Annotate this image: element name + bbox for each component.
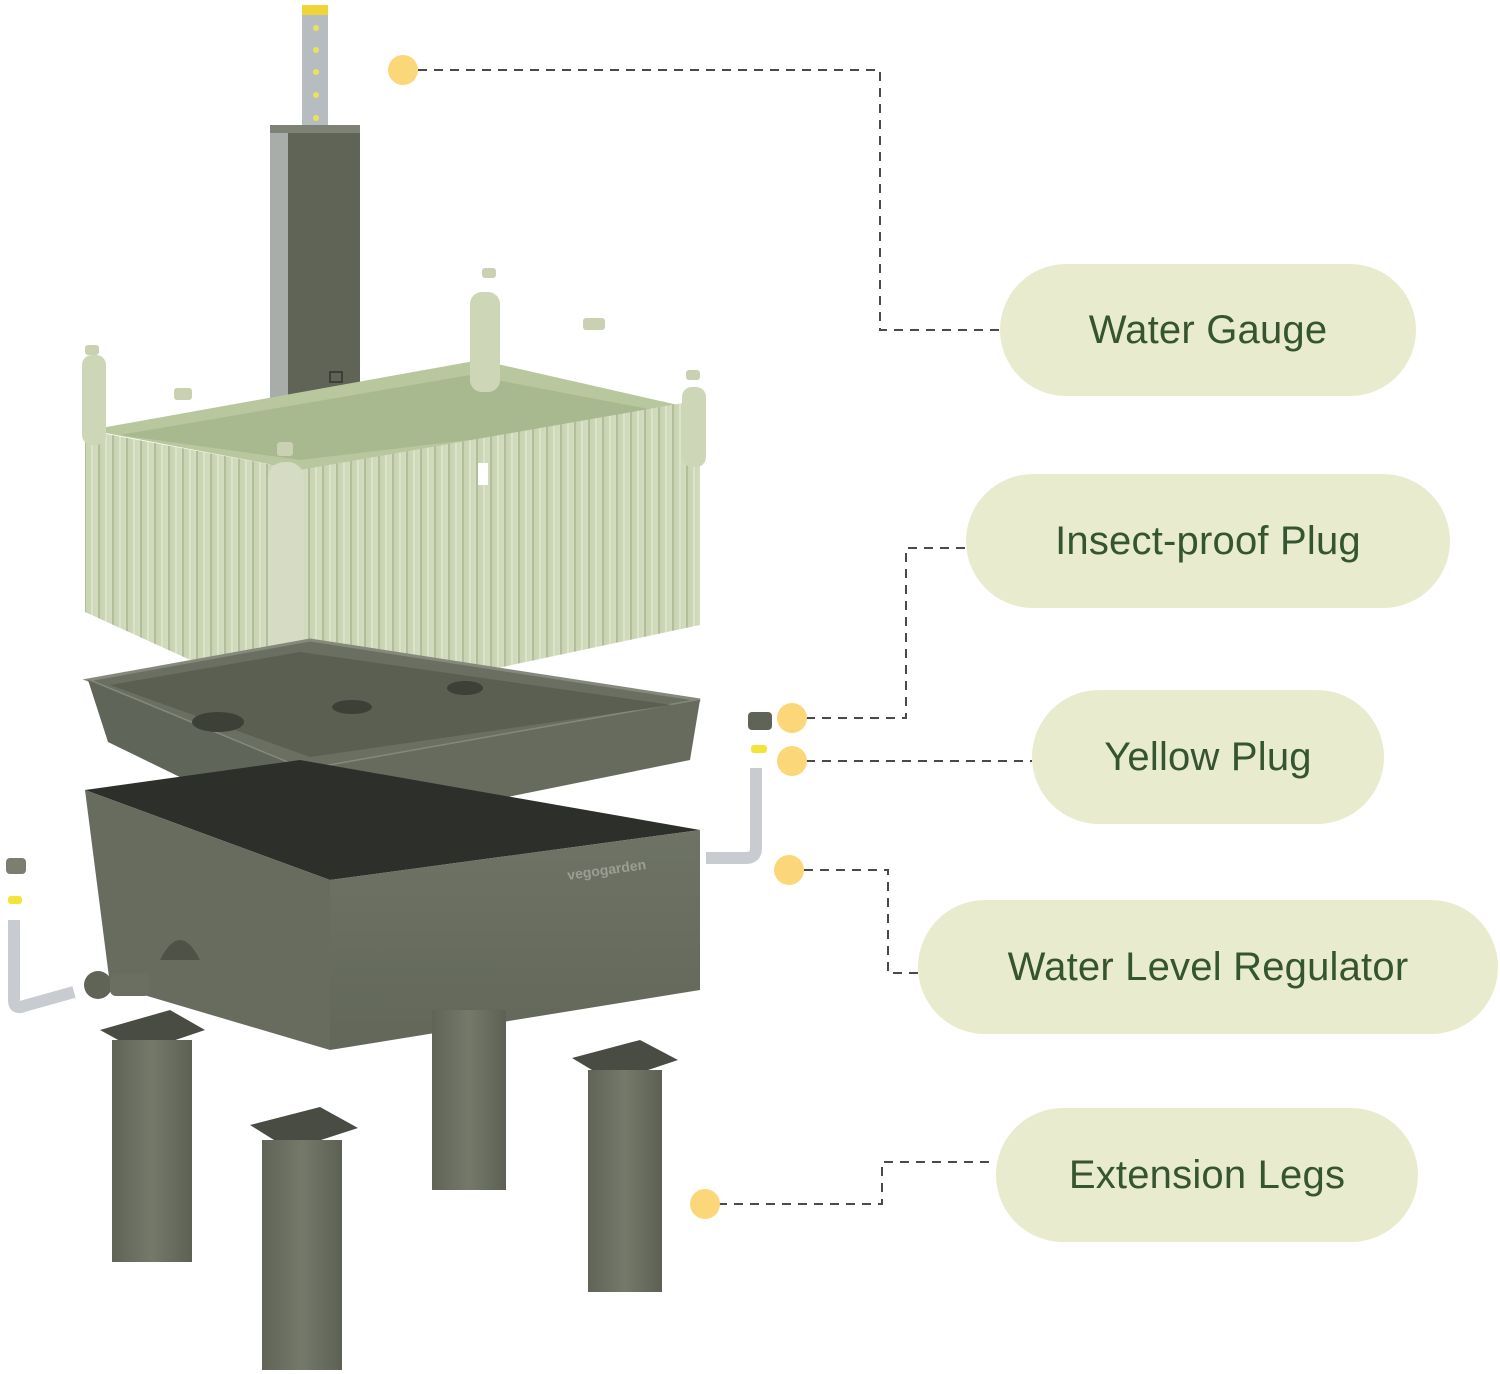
label-text: Yellow Plug bbox=[1104, 734, 1312, 779]
leader-lines bbox=[418, 69, 1032, 1205]
label-text: Water Level Regulator bbox=[1007, 944, 1409, 989]
leader-line-water-gauge bbox=[418, 69, 1000, 331]
label-water-gauge[interactable]: Water Gauge bbox=[1000, 264, 1416, 396]
leader-line-water-level-regulator bbox=[804, 869, 918, 974]
leader-line-insect-proof-plug bbox=[806, 547, 966, 719]
water-reservoir: vegogarden bbox=[85, 760, 700, 1050]
label-extension-legs[interactable]: Extension Legs bbox=[996, 1108, 1418, 1242]
label-insect-proof-plug[interactable]: Insect-proof Plug bbox=[966, 474, 1450, 608]
raised-bed-frame bbox=[82, 268, 706, 712]
callout-dot-water-gauge bbox=[388, 55, 418, 85]
label-water-level-regulator[interactable]: Water Level Regulator bbox=[918, 900, 1498, 1034]
callout-dot-extension-legs bbox=[690, 1189, 720, 1219]
callout-dot-yellow-plug bbox=[777, 746, 807, 776]
label-text: Insect-proof Plug bbox=[1055, 518, 1361, 563]
label-text: Extension Legs bbox=[1068, 1152, 1346, 1197]
label-yellow-plug[interactable]: Yellow Plug bbox=[1032, 690, 1384, 824]
callout-dot-water-level-regulator bbox=[774, 855, 804, 885]
extension-legs-part bbox=[100, 1010, 678, 1370]
callout-dot-insect-proof-plug bbox=[777, 703, 807, 733]
leader-line-extension-legs bbox=[718, 1161, 996, 1205]
label-text: Water Gauge bbox=[1088, 307, 1328, 352]
side-fittings bbox=[6, 712, 772, 1014]
